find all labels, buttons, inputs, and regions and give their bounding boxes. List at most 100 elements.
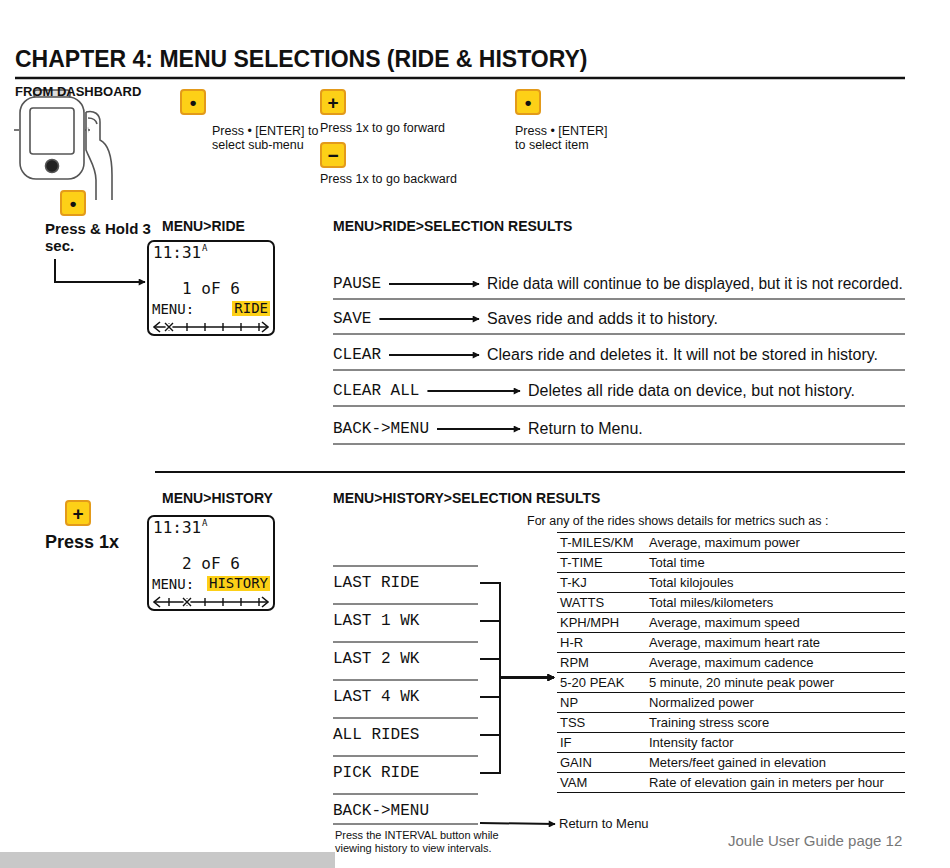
lcd-text: 1 oF 6 xyxy=(149,280,273,298)
lcd-text: A xyxy=(202,244,207,254)
button-icon: • xyxy=(180,89,206,115)
flow-arrow xyxy=(480,583,554,678)
table-cell: Rate of elevation gain in meters per hou… xyxy=(649,774,884,792)
flow-arrow xyxy=(480,659,554,678)
lcd-text: HISTORY xyxy=(207,576,270,591)
flow-arrow xyxy=(389,283,479,285)
menu-item-label: SAVE xyxy=(333,310,371,328)
button-icon: • xyxy=(515,89,541,115)
menu-item-label: PICK RIDE xyxy=(333,764,419,782)
caption-text: Press • [ENTER] to select item xyxy=(515,124,619,152)
table-cell: Normalized power xyxy=(649,694,754,712)
menu-item: LAST 4 WK xyxy=(333,686,478,708)
result-text: Deletes all ride data on device, but not… xyxy=(528,380,905,402)
menu-item: LAST 2 WK xyxy=(333,648,478,670)
table-cell: Total time xyxy=(649,554,705,572)
table-cell: VAM xyxy=(560,774,587,792)
section-rule xyxy=(155,471,905,473)
menu-item-label: CLEAR ALL xyxy=(333,382,419,400)
result-text: Return to Menu xyxy=(559,815,649,833)
table-cell: GAIN xyxy=(560,754,592,772)
lcd-text: A xyxy=(202,519,207,529)
menu-item: LAST 1 WK xyxy=(333,610,478,632)
flow-arrow xyxy=(480,678,554,773)
table-cell: IF xyxy=(560,734,572,752)
section-heading: MENU>HISTORY xyxy=(162,490,273,506)
button-symbol: • xyxy=(525,93,532,112)
menu-item-label: PAUSE xyxy=(333,275,381,293)
caption-text: Press 1x to go backward xyxy=(320,172,457,186)
table-cell: Average, maximum heart rate xyxy=(649,634,820,652)
lcd-scale xyxy=(149,320,273,334)
button-icon: • Press & Hold 3 sec. xyxy=(45,190,155,256)
button-symbol: + xyxy=(327,93,338,112)
result-text: Ride data will continue to be displayed,… xyxy=(487,273,905,295)
result-text: Clears ride and deletes it. It will not … xyxy=(487,344,905,366)
menu-item: LAST RIDE xyxy=(333,572,478,594)
table-cell: KPH/MPH xyxy=(560,614,619,632)
table-cell: Training stress score xyxy=(649,714,769,732)
menu-item-label: BACK->MENU xyxy=(333,420,429,438)
lcd-screen: 11:31A1 oF 6MENU:RIDE xyxy=(147,240,275,336)
lcd-text: RIDE xyxy=(232,301,270,316)
table-cell: H-R xyxy=(560,634,583,652)
footer-bar xyxy=(0,852,335,868)
button-symbol: + xyxy=(65,500,91,526)
menu-item: PICK RIDE xyxy=(333,762,478,784)
flow-arrow xyxy=(480,621,554,678)
section-heading: MENU>RIDE>SELECTION RESULTS xyxy=(333,218,572,234)
result-text: Deletes all ride data on device, but not… xyxy=(528,380,855,402)
button-symbol: • xyxy=(190,93,197,112)
lcd-text: MENU: xyxy=(152,577,194,592)
flow-arrow xyxy=(379,318,479,320)
button-icon: + Press 1x xyxy=(45,500,145,560)
menu-item-label: LAST 1 WK xyxy=(333,612,419,630)
menu-item-label: LAST 4 WK xyxy=(333,688,419,706)
button-icon: − xyxy=(320,142,346,168)
button-symbol: • xyxy=(60,190,86,216)
menu-item-label: ALL RIDES xyxy=(333,726,419,744)
table-cell: Total kilojoules xyxy=(649,574,734,592)
flow-arrow xyxy=(480,823,555,824)
button-caption: Press & Hold 3 sec. xyxy=(45,220,155,254)
table-cell: Average, maximum cadence xyxy=(649,654,814,672)
section-heading: MENU>RIDE xyxy=(162,218,245,234)
menu-item: BACK->MENU xyxy=(333,800,478,822)
table-cell: Meters/feet gained in elevation xyxy=(649,754,826,772)
button-caption: Press 1x xyxy=(45,532,119,553)
result-text: Return to Menu xyxy=(559,815,649,833)
caption-text: Press the INTERVAL button while viewing … xyxy=(335,829,525,855)
menu-item: CLEAR xyxy=(333,344,381,366)
caption-text: Press 1x to go forward xyxy=(320,121,445,135)
menu-item-label: LAST RIDE xyxy=(333,574,419,592)
menu-item-label: BACK->MENU xyxy=(333,802,429,820)
caption-text: Press • [ENTER] to select sub-menu xyxy=(212,124,324,152)
flow-arrow xyxy=(437,428,520,430)
table-cell: Intensity factor xyxy=(649,734,734,752)
lcd-text: MENU: xyxy=(152,302,194,317)
table-cell: 5-20 PEAK xyxy=(560,674,624,692)
table-cell: RPM xyxy=(560,654,589,672)
button-icon: + xyxy=(320,89,346,115)
lcd-scale xyxy=(149,595,273,609)
table-cell: T-MILES/KM xyxy=(560,534,634,552)
result-text: Return to Menu. xyxy=(528,418,905,440)
flow-arrow xyxy=(427,390,520,392)
menu-item: SAVE xyxy=(333,308,371,330)
result-text: Saves ride and adds it to history. xyxy=(487,308,905,330)
metrics-table: T-MILES/KMAverage, maximum powerT-TIMETo… xyxy=(557,532,905,812)
section-heading: MENU>HISTORY>SELECTION RESULTS xyxy=(333,490,600,506)
table-cell: Total miles/kilometers xyxy=(649,594,773,612)
table-cell: T-KJ xyxy=(560,574,587,592)
menu-item: BACK->MENU xyxy=(333,418,429,440)
table-cell: 5 minute, 20 minute peak power xyxy=(649,674,834,692)
table-cell: T-TIME xyxy=(560,554,603,572)
menu-item: ALL RIDES xyxy=(333,724,478,746)
table-cell: WATTS xyxy=(560,594,604,612)
result-text: Ride data will continue to be displayed,… xyxy=(487,273,903,295)
menu-item: PAUSE xyxy=(333,273,381,295)
result-text: Return to Menu. xyxy=(528,418,643,440)
button-symbol: − xyxy=(327,146,338,165)
lcd-text: 2 oF 6 xyxy=(149,555,273,573)
